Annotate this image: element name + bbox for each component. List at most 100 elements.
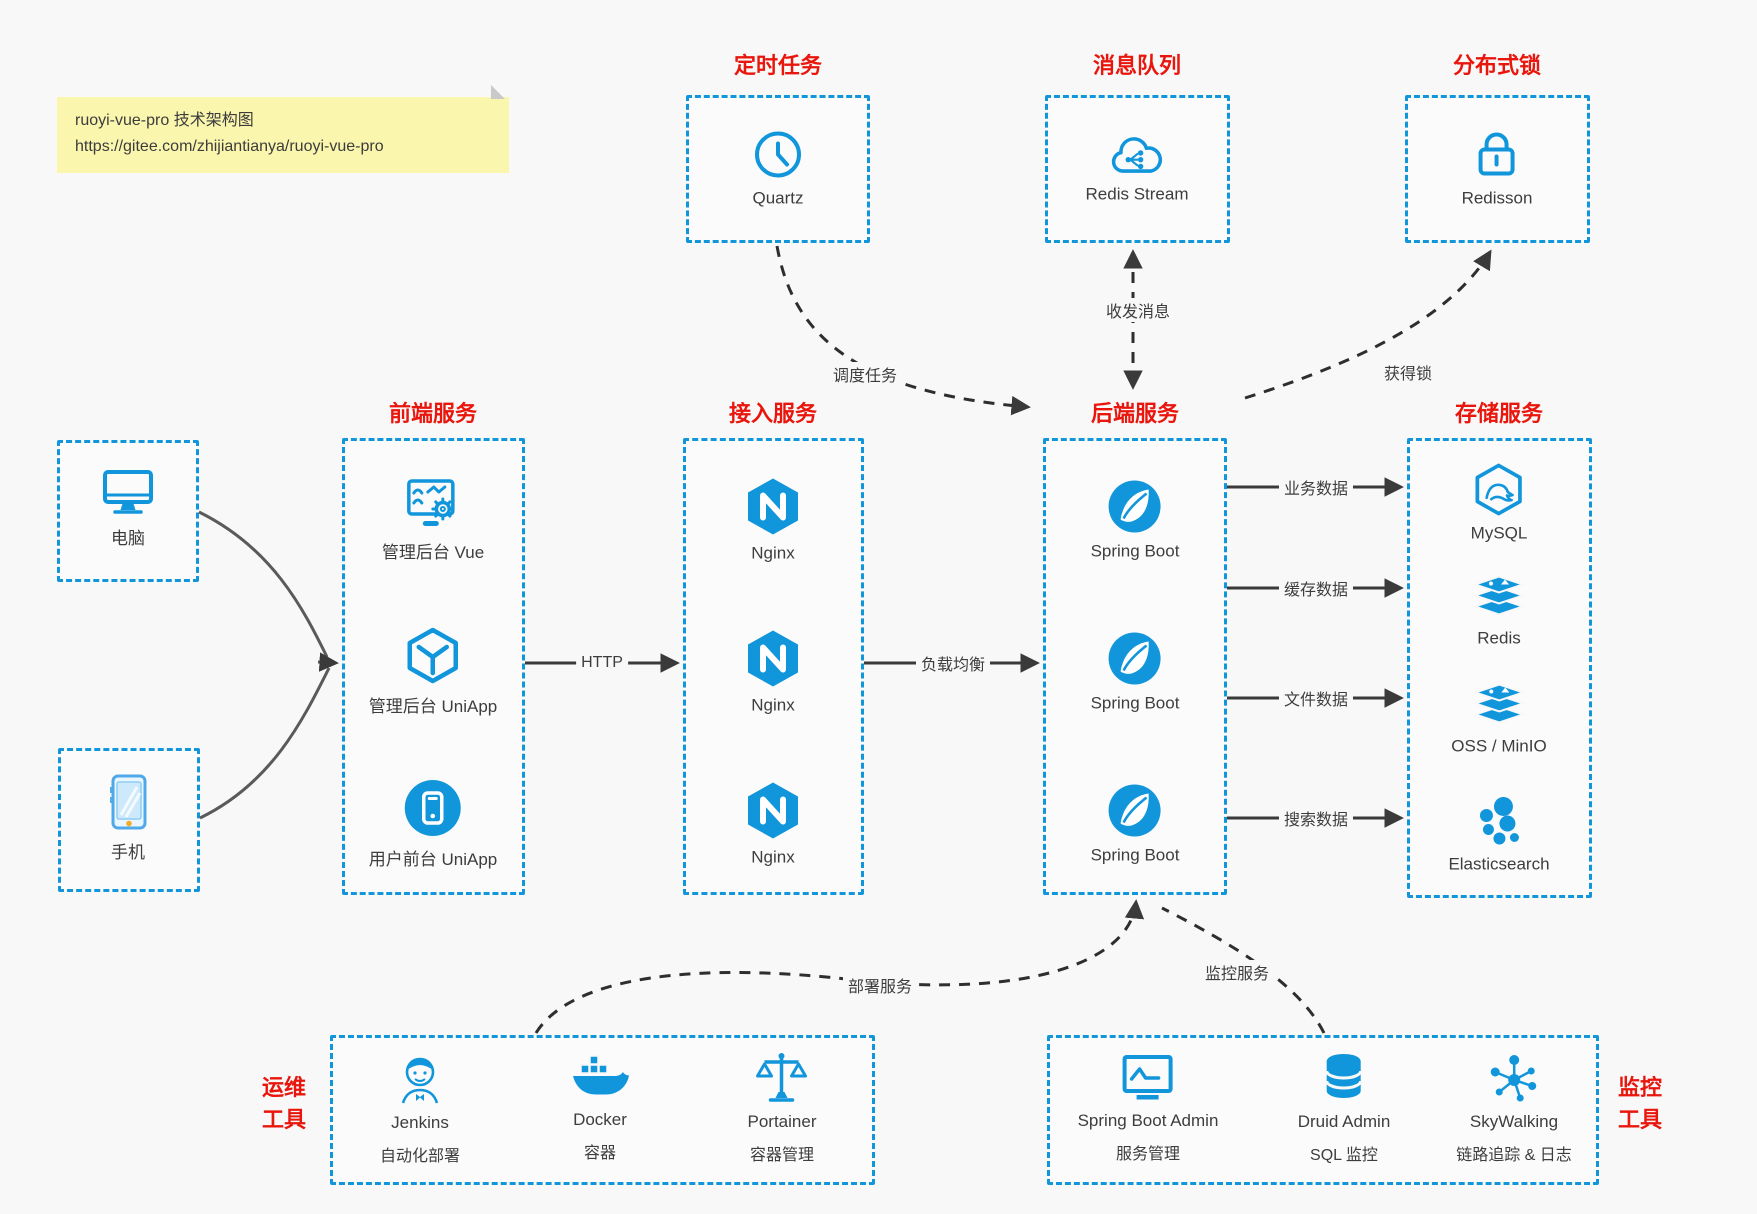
node-label: Nginx bbox=[751, 847, 795, 867]
edge-label-schedule-task: 调度任务 bbox=[827, 362, 903, 386]
node-spring-boot-1: Spring Boot bbox=[1090, 479, 1180, 562]
uniapp-cube-icon bbox=[407, 627, 459, 684]
node-oss-minio: OSS / MinIO bbox=[1451, 683, 1547, 757]
node-desc: 自动化部署 bbox=[379, 1148, 461, 1165]
portainer-icon bbox=[756, 1053, 808, 1102]
node-elasticsearch: Elasticsearch bbox=[1448, 796, 1550, 875]
desktop-icon bbox=[103, 470, 153, 514]
node-druid-admin: Druid Admin SQL 监控 bbox=[1297, 1051, 1391, 1165]
nginx-icon bbox=[748, 782, 798, 839]
node-desc: 容器 bbox=[583, 1145, 616, 1162]
node-spring-boot-2: Spring Boot bbox=[1090, 631, 1180, 714]
lock-icon bbox=[1479, 132, 1515, 176]
edge-label-send-receive-message: 收发消息 bbox=[1100, 298, 1176, 322]
nginx-icon bbox=[748, 630, 798, 687]
druid-icon bbox=[1325, 1054, 1363, 1098]
group-title-backend: 后端服务 bbox=[1090, 401, 1180, 426]
node-desc: SQL 监控 bbox=[1310, 1147, 1378, 1164]
group-title-scheduled-tasks: 定时任务 bbox=[733, 53, 823, 78]
node-label: Elasticsearch bbox=[1448, 854, 1550, 874]
edge-label-monitor-service: 监控服务 bbox=[1199, 960, 1275, 984]
oss-icon bbox=[1471, 683, 1526, 724]
node-quartz: Quartz bbox=[751, 128, 805, 209]
group-title-message-queue: 消息队列 bbox=[1092, 53, 1182, 78]
note-title: ruoyi-vue-pro 技术架构图 bbox=[75, 112, 254, 129]
admin-vue-icon bbox=[407, 479, 455, 526]
node-docker: Docker 容器 bbox=[571, 1053, 629, 1163]
node-label: OSS / MinIO bbox=[1451, 736, 1547, 756]
spring-icon bbox=[1109, 784, 1161, 837]
node-label: Quartz bbox=[752, 188, 804, 208]
nginx-icon bbox=[748, 478, 798, 535]
edge-mobile-to-frontend bbox=[199, 667, 331, 820]
docker-icon bbox=[573, 1055, 629, 1095]
node-nginx-3: Nginx bbox=[745, 781, 801, 868]
redis-icon bbox=[1472, 575, 1526, 616]
node-name: Druid Admin bbox=[1297, 1112, 1391, 1131]
node-label: 电脑 bbox=[111, 529, 145, 548]
edge-label-file-data: 文件数据 bbox=[1278, 686, 1354, 710]
edge-label-business-data: 业务数据 bbox=[1278, 475, 1354, 499]
node-portainer: Portainer 容器管理 bbox=[748, 1051, 816, 1165]
phone-icon bbox=[110, 774, 147, 830]
node-label: Spring Boot bbox=[1090, 541, 1180, 561]
node-pc: 电脑 bbox=[99, 467, 157, 549]
group-title-storage: 存储服务 bbox=[1454, 401, 1544, 426]
edge-pc-to-frontend bbox=[198, 510, 329, 658]
node-desc: 链路追踪 & 日志 bbox=[1456, 1147, 1572, 1164]
group-title-gateway: 接入服务 bbox=[728, 401, 818, 426]
node-label: 用户前台 UniApp bbox=[368, 850, 498, 869]
node-label: Spring Boot bbox=[1090, 845, 1180, 865]
node-name: Docker bbox=[573, 1110, 627, 1129]
node-user-uniapp: 用户前台 UniApp bbox=[369, 778, 497, 870]
spring-icon bbox=[1109, 480, 1161, 533]
sticky-note: ruoyi-vue-pro 技术架构图 https://gitee.com/zh… bbox=[57, 85, 509, 173]
quartz-box bbox=[686, 95, 870, 243]
node-spring-boot-3: Spring Boot bbox=[1090, 783, 1180, 866]
node-mysql: MySQL bbox=[1470, 463, 1528, 544]
edge-schedule-task bbox=[775, 245, 1031, 416]
group-title-ops-tools: 运维 工具 bbox=[262, 1075, 307, 1132]
edge-acquire-lock bbox=[1244, 249, 1492, 400]
monitoring-tools-box bbox=[1047, 1035, 1599, 1185]
node-label: Redis Stream bbox=[1085, 184, 1189, 204]
group-title-monitoring-tools: 监控 工具 bbox=[1618, 1075, 1663, 1132]
node-redis-stream: Redis Stream bbox=[1085, 132, 1189, 205]
node-name: SkyWalking bbox=[1469, 1112, 1559, 1131]
redisson-box bbox=[1405, 95, 1590, 243]
node-desc: 服务管理 bbox=[1115, 1146, 1180, 1163]
node-nginx-1: Nginx bbox=[745, 477, 801, 564]
edge-monitor-service bbox=[1161, 906, 1326, 1034]
node-label: 管理后台 UniApp bbox=[368, 697, 498, 716]
node-label: Spring Boot bbox=[1090, 693, 1180, 713]
group-title-frontend: 前端服务 bbox=[388, 401, 478, 426]
note-fold-corner bbox=[491, 85, 505, 99]
node-name: Spring Boot Admin bbox=[1077, 1111, 1219, 1130]
node-spring-boot-admin: Spring Boot Admin 服务管理 bbox=[1077, 1052, 1219, 1164]
node-label: Nginx bbox=[751, 543, 795, 563]
node-redisson: Redisson bbox=[1461, 128, 1533, 209]
node-admin-vue: 管理后台 Vue bbox=[382, 477, 484, 563]
group-title-distributed-lock: 分布式锁 bbox=[1452, 53, 1542, 78]
node-label: Redisson bbox=[1461, 188, 1533, 208]
node-name: Jenkins bbox=[391, 1113, 449, 1132]
node-desc: 容器管理 bbox=[749, 1147, 815, 1164]
node-skywalking: SkyWalking 链路追踪 & 日志 bbox=[1456, 1051, 1572, 1165]
mysql-icon bbox=[1475, 463, 1523, 516]
edge-label-search-data: 搜索数据 bbox=[1278, 806, 1354, 830]
node-admin-uniapp: 管理后台 UniApp bbox=[369, 627, 497, 717]
edge-label-http: HTTP bbox=[576, 654, 628, 672]
node-label: Redis bbox=[1477, 628, 1521, 648]
edge-deploy-service bbox=[534, 899, 1145, 1034]
sba-icon bbox=[1123, 1055, 1173, 1100]
note-url: https://gitee.com/zhijiantianya/ruoyi-vu… bbox=[75, 138, 384, 156]
node-label: MySQL bbox=[1470, 523, 1528, 543]
node-jenkins: Jenkins 自动化部署 bbox=[380, 1050, 460, 1166]
redis-stream-box bbox=[1045, 95, 1230, 243]
node-label: Nginx bbox=[751, 695, 795, 715]
node-redis: Redis bbox=[1472, 575, 1526, 649]
jenkins-icon bbox=[401, 1057, 439, 1104]
skywalking-icon bbox=[1490, 1055, 1536, 1102]
